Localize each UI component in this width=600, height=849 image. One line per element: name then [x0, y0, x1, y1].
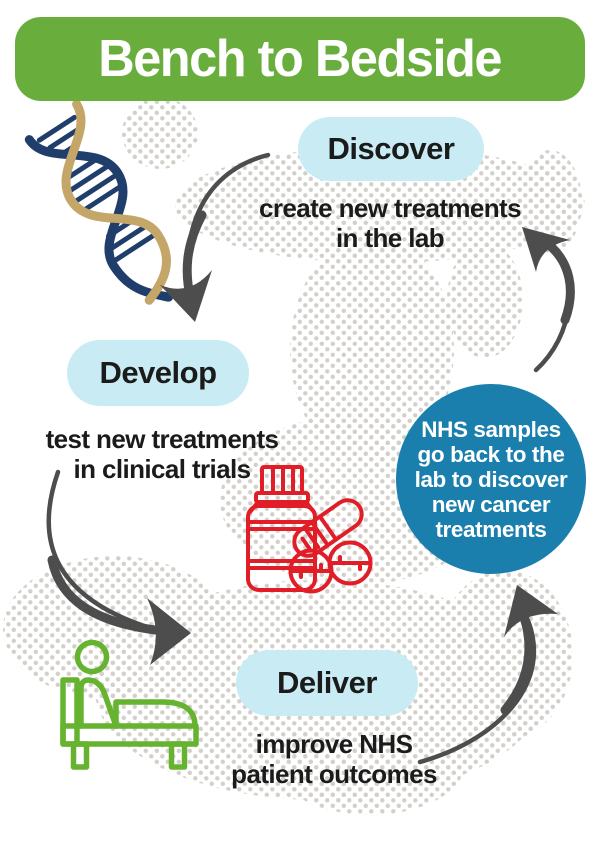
arrow-deliver-to-circle — [417, 607, 537, 765]
feedback-circle: NHS samples go back to the lab to discov… — [396, 384, 586, 574]
page-title: Bench to Bedside — [98, 30, 503, 88]
stage-pill-discover: Discover — [298, 117, 484, 181]
caption-line: in clinical trials — [73, 454, 251, 484]
stage-caption-discover: create new treatments in the lab — [240, 193, 540, 253]
caption-line: patient outcomes — [231, 759, 437, 789]
dna-icon — [24, 100, 174, 305]
stage-caption-develop: test new treatments in clinical trials — [12, 424, 312, 484]
patient-bed-icon — [60, 639, 199, 770]
caption-line: improve NHS — [255, 729, 413, 759]
stage-caption-deliver: improve NHS patient outcomes — [184, 729, 484, 789]
caption-line: test new treatments — [45, 424, 279, 454]
caption-line: in the lab — [335, 223, 445, 253]
circle-text-line: treatments — [435, 516, 547, 542]
header-banner: Bench to Bedside — [15, 17, 585, 101]
caption-line: create new treatments — [259, 193, 522, 223]
stage-pill-develop: Develop — [67, 340, 249, 406]
circle-text-line: go back to the — [417, 441, 565, 467]
arrow-heads — [147, 227, 570, 665]
circle-text-line: NHS samples — [421, 416, 561, 442]
circle-text-line: new cancer — [431, 491, 551, 517]
stage-label-deliver: Deliver — [277, 665, 377, 700]
stage-pill-deliver: Deliver — [236, 650, 418, 716]
arrow-circle-to-discover — [533, 239, 575, 373]
stage-label-develop: Develop — [99, 355, 217, 390]
stage-label-discover: Discover — [327, 131, 455, 166]
arrow-develop-to-deliver — [46, 469, 160, 635]
circle-text-line: lab to discover — [414, 466, 568, 492]
pill-bottle-icon — [246, 465, 373, 594]
